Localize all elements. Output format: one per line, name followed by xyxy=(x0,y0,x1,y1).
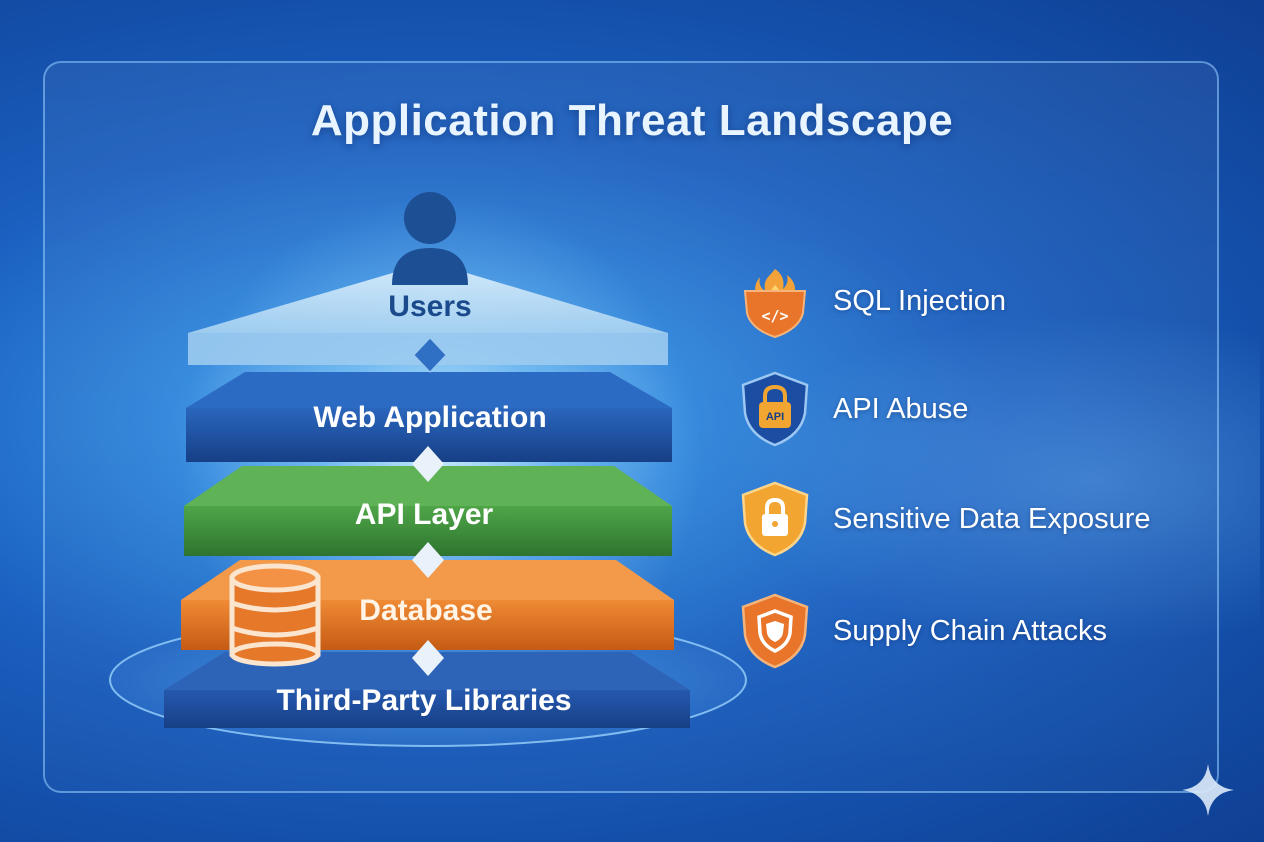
fire-code-shield-icon: </> xyxy=(743,269,807,339)
user-icon xyxy=(392,192,468,285)
threat-supply-chain-attacks: Supply Chain Attacks xyxy=(735,593,1107,669)
threat-sql-injection: </> SQL Injection xyxy=(735,266,1006,339)
layer-label-api-layer: API Layer xyxy=(354,498,494,531)
threat-label: API Abuse xyxy=(833,392,969,425)
threat-label: SQL Injection xyxy=(833,284,1007,317)
threat-sensitive-data-exposure: Sensitive Data Exposure xyxy=(735,481,1151,557)
web-application-layer xyxy=(186,372,672,462)
layer-label-web-application: Web Application xyxy=(313,401,547,434)
svg-text:</>: </> xyxy=(761,307,788,325)
threat-api-abuse: API API Abuse xyxy=(735,371,968,447)
layer-label-database: Database xyxy=(359,594,493,627)
page-title: Application Threat Landscape xyxy=(310,96,954,145)
layer-label-users: Users xyxy=(388,290,472,323)
connector-diamonds xyxy=(412,337,447,676)
api-layer xyxy=(184,466,672,556)
lock-shield-icon xyxy=(741,481,809,557)
sparkle-icon xyxy=(1182,764,1234,816)
database-icon xyxy=(229,563,321,667)
api-lock-shield-icon: API xyxy=(741,371,809,447)
layer-label-third-party-libraries: Third-Party Libraries xyxy=(276,684,572,717)
shield-icon xyxy=(741,593,809,669)
api-badge-text: API xyxy=(766,411,784,423)
threat-label: Sensitive Data Exposure xyxy=(833,502,1151,535)
threat-label: Supply Chain Attacks xyxy=(833,614,1108,647)
